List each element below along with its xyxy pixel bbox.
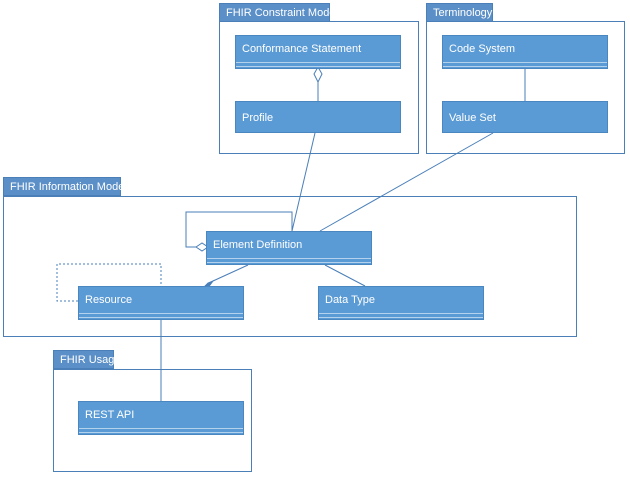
class-rest-api: REST API — [78, 401, 244, 435]
class-code-system: Code System — [442, 35, 608, 69]
class-divider — [79, 313, 243, 314]
class-code-system-label: Code System — [449, 43, 516, 55]
class-profile: Profile — [235, 101, 401, 133]
package-tab-usage: FHIR Usage — [53, 350, 121, 369]
package-usage — [53, 369, 252, 472]
class-divider — [236, 66, 400, 67]
valueset-elementdef-connector — [320, 133, 493, 231]
class-divider — [443, 62, 607, 63]
class-element-definition-label: Element Definition — [213, 239, 303, 251]
class-value-set-label: Value Set — [449, 112, 496, 124]
class-element-definition: Element Definition — [206, 231, 372, 265]
class-divider — [207, 262, 371, 263]
elementdef-self-loop — [186, 212, 292, 247]
class-divider — [236, 62, 400, 63]
package-information-model — [3, 196, 577, 337]
class-resource-label: Resource — [85, 294, 133, 306]
class-value-set: Value Set — [442, 101, 608, 133]
package-constraint-model — [219, 21, 419, 154]
profile-elementdef-connector — [292, 133, 315, 231]
elementdef-resource-connector — [213, 265, 248, 281]
package-tab-information-model: FHIR Information Model — [3, 177, 127, 196]
class-divider — [79, 428, 243, 429]
class-conformance-statement: Conformance Statement — [235, 35, 401, 69]
package-tab-terminology: Terminology — [426, 3, 493, 22]
class-data-type-label: Data Type — [325, 294, 375, 306]
elementdef-datatype-connector — [325, 265, 365, 286]
class-profile-label: Profile — [242, 112, 274, 124]
class-divider — [443, 66, 607, 67]
class-divider — [319, 313, 483, 314]
class-rest-api-label: REST API — [85, 409, 135, 421]
class-resource: Resource — [78, 286, 244, 320]
class-conformance-statement-label: Conformance Statement — [242, 43, 362, 55]
aggregation-diamond-conformance — [313, 65, 323, 84]
class-divider — [319, 317, 483, 318]
package-terminology — [426, 21, 625, 154]
class-divider — [79, 432, 243, 433]
class-data-type: Data Type — [318, 286, 484, 320]
class-divider — [207, 258, 371, 259]
resource-self-loop — [57, 264, 161, 301]
package-tab-constraint-model: FHIR Constraint Model — [219, 3, 338, 22]
class-divider — [79, 317, 243, 318]
